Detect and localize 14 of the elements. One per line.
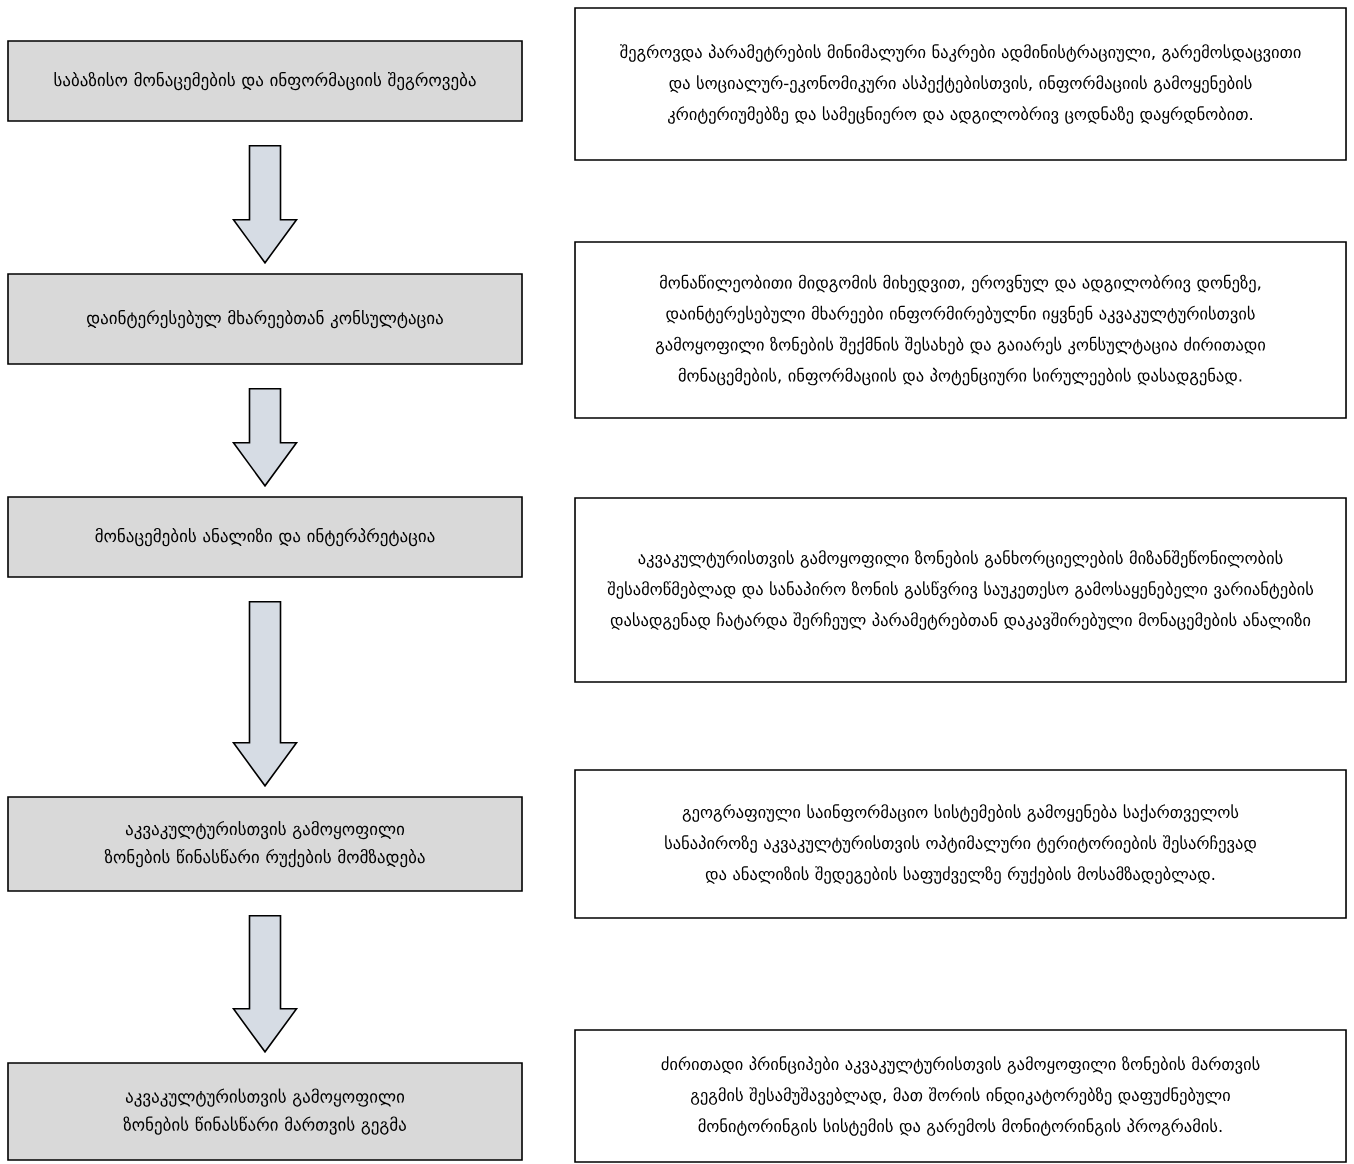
description-box: შეგროვდა პარამეტრების მინიმალური ნაკრები ადმინისტრაციული, გარემოსდაცვითი და სოციალურ-ეკონომიკური ასპექტებისთვის, ინფორმაციის გამოყენების კრიტერიუმებზე და სამეცნიერო და ადგილობრივ ცოდნაზე დაყრდნობით. (574, 7, 1347, 161)
description-box: გეოგრაფიული საინფორმაციო სისტემების გამოყენება საქართველოს სანაპიროზე აკვაკულტურისთვის ოპტიმალური ტერიტორიების შესარჩევად და ანალიზის შედეგების საფუძველზე რუქების მოსამზადებლად. (574, 769, 1347, 919)
description-box: ძირითადი პრინციპები აკვაკულტურისთვის გამოყოფილი ზონების მართვის გეგმის შესამუშავებლად, მათ შორის ინდიკატორებზე დაფუძნებული მონიტორინგის სისტემის და გარემოს მონიტორინგის პროგრამის. (574, 1029, 1347, 1163)
description-box: აკვაკულტურისთვის გამოყოფილი ზონების განხორციელების მიზანშეწონილობის შესამოწმებლად და სანაპირო ზონის გასწვრივ საუკეთესო გამოსაყენებელი ვარიანტების დასადგენად ჩატარდა შერჩეულ პარამეტრებთან დაკავშირებული მონაცემების ანალიზი (574, 497, 1347, 683)
block-arrow (231, 388, 299, 488)
step-box: საბაზისო მონაცემების და ინფორმაციის შეგროვება (7, 40, 523, 122)
description-box: მონაწილეობითი მიდგომის მიხედვით, ეროვნულ და ადგილობრივ დონეზე, დაინტერესებული მხარეები ინფორმირებულნი იყვნენ აკვაკულტურისთვის გამოყოფილი ზონების შექმნის შესახებ და გაიარეს კონსულტაცია ძირითადი მონაცემების, ინფორმაციის და პოტენციური სირულეების დასადგენად. (574, 241, 1347, 419)
step-box: დაინტერესებულ მხარეებთან კონსულტაცია (7, 273, 523, 365)
step-box: აკვაკულტურისთვის გამოყოფილი ზონების წინასწარი მართვის გეგმა (7, 1062, 523, 1161)
step-box: აკვაკულტურისთვის გამოყოფილი ზონების წინასწარი რუქების მომზადება (7, 796, 523, 892)
block-arrow (231, 915, 299, 1054)
block-arrow (231, 145, 299, 265)
step-box: მონაცემების ანალიზი და ინტერპრეტაცია (7, 496, 523, 578)
block-arrow (231, 601, 299, 788)
